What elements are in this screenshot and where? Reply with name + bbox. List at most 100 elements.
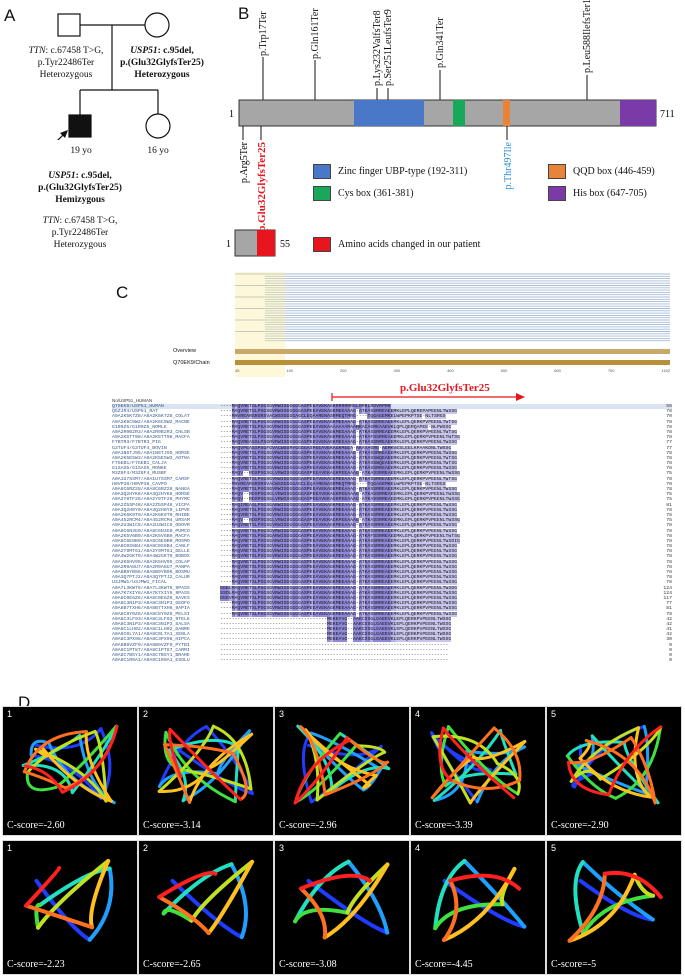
alignment-seq-name: A0A1N6TJ95/A0A1N6TJ95_HORSE <box>112 450 190 456</box>
alignment-row: A0A2K6K9T0/A0A2K6K9T0_RHIBE----MAQVRETSL… <box>112 512 672 518</box>
alignment-seq: ----------------------------------------… <box>220 653 449 658</box>
alignment-seq: -------------------------------------MEK… <box>220 621 452 627</box>
alignment-seq-name: A0A8B7TXH6/A0A8B7TXH6_9APIA <box>112 606 190 612</box>
chain-label: Q70EK9/Chain <box>173 360 210 366</box>
domain-his-box <box>620 100 656 126</box>
alignment-row: F7BTR3/F7BTR3_PIG----MAQVREASSLPSGRVRWIS… <box>112 440 672 446</box>
label-thr497ile: p.Thr497Ile <box>503 141 514 189</box>
alignment-row: A0A3Q2H0Y0/A0A3Q2H0Y0_LIPVE----MAQVRETSL… <box>112 507 672 513</box>
alignment-seq: ----MHVREARSRSRSVACWSSGGGGAGCLEQAARENASR… <box>220 481 446 487</box>
ribbon-structure <box>433 858 527 942</box>
alignment-seq-name: A0A452RCM4/A0A452RCM4_URSAM <box>112 518 190 524</box>
alignment-row: A0A2R9B2R3/A0A2R9B2R3_CHLSB----MAQVRETSL… <box>112 429 672 435</box>
chain-bar <box>235 360 670 365</box>
alignment-row: A0A2K5E5W3/A0A2K5E5W3_AOTNA----MAQVRETSL… <box>112 455 672 461</box>
model-index: 2 <box>143 709 149 719</box>
alignment-seq: ----MAQVRETSLPSGSGARWISGGGGGASPEEAVEKAGK… <box>220 419 458 425</box>
overview-label: Overview <box>173 348 196 354</box>
label-gln341ter: p.Gln341Ter <box>435 17 446 68</box>
alignment-seq-length: 77 <box>666 445 672 451</box>
alignment-row: G1SAS5/G1SAS5_MONKE----MAQVRETSLPSGSGVRW… <box>112 466 672 472</box>
mother-annotation: USP51: c.95del, p.(Glu32GlyfsTer25) Hete… <box>120 46 204 80</box>
alignment-seq-length: 78 <box>666 409 672 415</box>
alignment-seq-name: H0VP38/H0VP38_CAVPO <box>112 481 167 487</box>
alignment-seq-name: A0A4W2GKT9/A0A4W2GKT9_BOBOX <box>112 554 190 560</box>
alignment-seq-length: 78 <box>666 455 672 461</box>
model-index: 4 <box>415 709 421 719</box>
alignment-row: A0A8B9VZF9/A0A8B9VZF9_PYTBI-------------… <box>112 643 672 648</box>
alignment-seq: ----MAQVRETSLPSGSGARWISGGGGGASPEEAVEKAGK… <box>220 538 460 544</box>
proband-ttn-annotation: TTN: c.67458 T>G, p.Tyr22486Ter Heterozy… <box>42 216 118 250</box>
alignment-seq-name: A0A2U3W1C6/A0A2U3W1C6_ODOVR <box>112 523 190 529</box>
alignment-seq: ----MAQVRETSLPSGSGVRWISGGGGGASPEEAVEKAGK… <box>220 611 458 617</box>
alignment-row: G3TUF4/G3TUF4_BOVIN----MAQVPEASSPSGFGVAC… <box>112 445 672 451</box>
alignment-row: A0A1U7SSM7/A0A1U7SSM7_CARSF----MAQVRETSL… <box>112 476 672 482</box>
model-cscore: C-score=-3.08 <box>279 959 337 970</box>
alignment-row: A0A2K5TT08/A0A2K5TT08_MACFA----MAQVRETSL… <box>112 435 672 441</box>
pedigree-lines <box>57 12 171 140</box>
alignment-seq-name: A0A7K7XIY6/A0A7K7XIY6_9PASS <box>112 590 190 596</box>
truncated-changed-region <box>257 230 275 256</box>
alignment-row: A0A8B7TXH6/A0A8B7TXH6_9APIA----MAQVRETSL… <box>112 606 672 612</box>
alignment-seq: ----------------------------------------… <box>220 647 449 653</box>
alignment-seq-length: 78 <box>666 461 672 467</box>
alignment-seq: ----MAQVRETSLPSGSGARWISGGGGGASPEEAVEKAGK… <box>220 533 460 539</box>
label-trp17ter: p.Trp17Ter <box>258 11 269 56</box>
father-symbol <box>57 13 81 37</box>
alignment-seq: DGEVMAQVRETSLPSGSGVRWISGGGGGASPEEAVEKAGK… <box>220 595 458 601</box>
alignment-seq-name: G1R9Z5/G1R9Z5_NOMLE <box>112 424 167 430</box>
alignment-rows: Q70EK9/USP51_HUMAN----MAQVRETSLPSGSGVRWI… <box>112 404 672 694</box>
alignment-row: A0A8B9YB06/A0A8B9YB06_BOSMU----MAQVRETSL… <box>112 570 672 575</box>
alignment-seq: ----MAQV--RDSPSGSGLVRWISGGGGGASPEEAVEKAG… <box>220 492 460 498</box>
alignment-seq: GGELMAQVRETSLPSGSGVRWISGGGGGASPEEAVEKAGK… <box>220 585 458 591</box>
alignment-seq-name: U3JMW1/U3JMW1_FICAL <box>112 580 167 586</box>
proband-usp51-annotation: USP51: c.95del, p.(Glu32GlyfsTer25) Hemi… <box>38 171 122 205</box>
sister-symbol <box>145 113 171 139</box>
mother-symbol <box>144 12 170 38</box>
alignment-row: G1R9Z5/G1R9Z5_NOMLE----MAQVRETSLPSASGVRW… <box>112 424 672 430</box>
alignment-seq-name: A0A8C1LH02/A0A8C1LH02_DANRE <box>112 627 190 633</box>
alignment-seq-name: G1SAS5/G1SAS5_MONKE <box>112 466 167 472</box>
alignment-seq-name: A0A2K6K9T0/A0A2K6K9T0_RHIBE <box>112 512 190 518</box>
alignment-row: A0A8C0S6B4/A0A8C0S6B4_CANLF----MAQVRETSL… <box>112 544 672 550</box>
alignment-seq: ----MAQVRETSLPSGSGVRWISGGGGGASPEEAVEKAGK… <box>220 570 458 575</box>
alignment-seq-length: 78 <box>666 435 672 441</box>
alignment-seq: ----------------------------------------… <box>220 658 449 664</box>
legend-qqd-swatch <box>548 164 566 179</box>
alignment-seq-name: F7GEB1/F7GEB1_CALJA <box>112 461 167 467</box>
model-index: 3 <box>279 709 285 719</box>
alignment-seq-length: 0 <box>669 642 672 648</box>
legend-zinc-swatch <box>313 164 331 179</box>
alignment-seq: -------------------------------------MEK… <box>220 637 452 643</box>
alignment-seq-length: 78 <box>666 429 672 435</box>
alignment-seq-length: 78 <box>666 570 672 575</box>
alignment-seq-length: 0 <box>669 658 672 664</box>
model-cscore: C-score=-2.23 <box>7 959 65 970</box>
alignment-seq-length: 124 <box>663 585 672 591</box>
model-index: 5 <box>551 709 557 719</box>
alignment-seq-name: A0A3Q2H0Y0/A0A3Q2H0Y0_LIPVE <box>112 507 190 513</box>
alignment-seq-name: A0A2Z5SP48/A0A2Z5SP48_VICPA <box>112 502 190 508</box>
ribbon-structure <box>430 725 527 805</box>
alignment-seq-name: A0A8C1R0A1/A0A8C1R0A1_ESOLU <box>112 658 190 664</box>
alignment-seq-name: A0A2Y9TF26/A0A2Y9TF26_PHYMC <box>112 497 190 503</box>
overview-tracks <box>235 272 670 357</box>
ribbon-structure <box>24 858 114 942</box>
alignment-seq-name: A0A2R9A8U7/A0A2R9A8U7_PANPA <box>112 564 190 570</box>
alignment-seq-length: 42 <box>666 621 672 627</box>
alignment-row: A0A8C1R0A1/A0A8C1R0A1_ESOLU -------------… <box>112 658 672 663</box>
alignment-seq-length: 81 <box>666 606 672 612</box>
panel-label-b: B <box>238 4 250 23</box>
alignment-seq-length: 77 <box>666 440 672 446</box>
alignment-seq: ----MAQVRETSLPSGSGVRWISGGGGGASPEEAVEKAGK… <box>220 601 458 607</box>
alignment-seq-name: A0A2K6C9W2/A0A2K6C9W2_MACNE <box>112 419 190 425</box>
model-cscore: C-score=-4.45 <box>415 959 473 970</box>
alignment-row: A0A8C1LH02/A0A8C1LH02_DANRE-------------… <box>112 627 672 633</box>
label-leu588ilefster13: p.Leu588IlefsTer13 <box>582 0 593 73</box>
alignment-seq-name: A0A3Q2HYK8/A0A3Q2HYK8_HORSE <box>112 492 190 498</box>
